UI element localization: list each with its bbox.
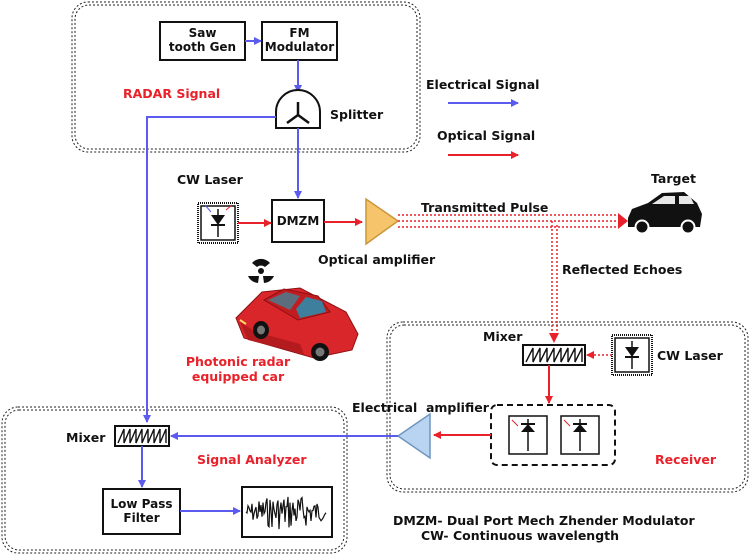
electrical-amplifier-label: Electrical amplifier xyxy=(352,400,489,415)
optical-amplifier-icon xyxy=(365,197,400,246)
mixer-rx-label: Mixer xyxy=(483,329,523,344)
transmitted-arrowhead xyxy=(618,213,628,229)
photonic-radar-car-icon xyxy=(235,287,359,361)
reflected-arrowhead xyxy=(549,333,559,343)
photonic-car-label: Photonic radar equipped car xyxy=(185,354,291,384)
legend-optical-label: Optical Signal xyxy=(437,128,536,143)
transmitted-pulse-label: Transmitted Pulse xyxy=(421,200,549,215)
cw-laser-tx-label: CW Laser xyxy=(177,172,243,187)
receiver-group-box xyxy=(386,321,749,493)
sawtooth-generator-box xyxy=(159,21,246,61)
splitter-icon xyxy=(275,89,321,129)
fm-modulator-label: FM Modulator xyxy=(264,26,335,54)
splitter-to-analyzer-mixer-line xyxy=(143,116,276,423)
target-label: Target xyxy=(651,171,696,186)
photodiode-1-icon xyxy=(508,415,548,455)
transmitter-group-box xyxy=(71,1,421,153)
transmitted-pulse-beam xyxy=(398,214,618,228)
cw-laser-rx-label: CW Laser xyxy=(657,348,723,363)
fm-modulator-box xyxy=(261,21,338,61)
footnote-cw: CW- Continuous wavelength xyxy=(421,528,620,543)
legend-electrical-label: Electrical Signal xyxy=(426,77,540,92)
cw-laser-rx-icon xyxy=(611,334,653,376)
signal-analyzer-group-box xyxy=(1,406,348,554)
receiver-mixer-icon xyxy=(522,344,586,366)
dmzm-label: DMZM xyxy=(276,214,320,228)
photodiode-2-icon xyxy=(560,415,600,455)
analyzer-mixer-icon xyxy=(114,425,170,447)
reflected-echoes-label: Reflected Echoes xyxy=(562,262,683,277)
footnote-dmzm: DMZM- Dual Port Mech Zhender Modulator xyxy=(393,513,695,528)
radar-signal-label: RADAR Signal xyxy=(123,86,221,101)
receiver-label: Receiver xyxy=(655,452,717,467)
low-pass-filter-label: Low Pass Filter xyxy=(110,497,173,525)
waveform-display-icon xyxy=(241,486,333,538)
target-car-icon xyxy=(628,192,702,235)
electrical-amplifier-icon xyxy=(396,412,431,460)
dmzm-box xyxy=(271,199,325,243)
optical-amplifier-label: Optical amplifier xyxy=(318,252,436,267)
mixer-analyzer-label: Mixer xyxy=(66,430,106,445)
reflected-echoes-beam xyxy=(551,221,558,335)
sawtooth-generator-label: Saw tooth Gen xyxy=(168,26,237,54)
signal-analyzer-label: Signal Analyzer xyxy=(197,452,307,467)
cw-laser-tx-icon xyxy=(197,202,239,244)
splitter-label: Splitter xyxy=(330,107,384,122)
radar-symbol-icon xyxy=(248,258,274,283)
